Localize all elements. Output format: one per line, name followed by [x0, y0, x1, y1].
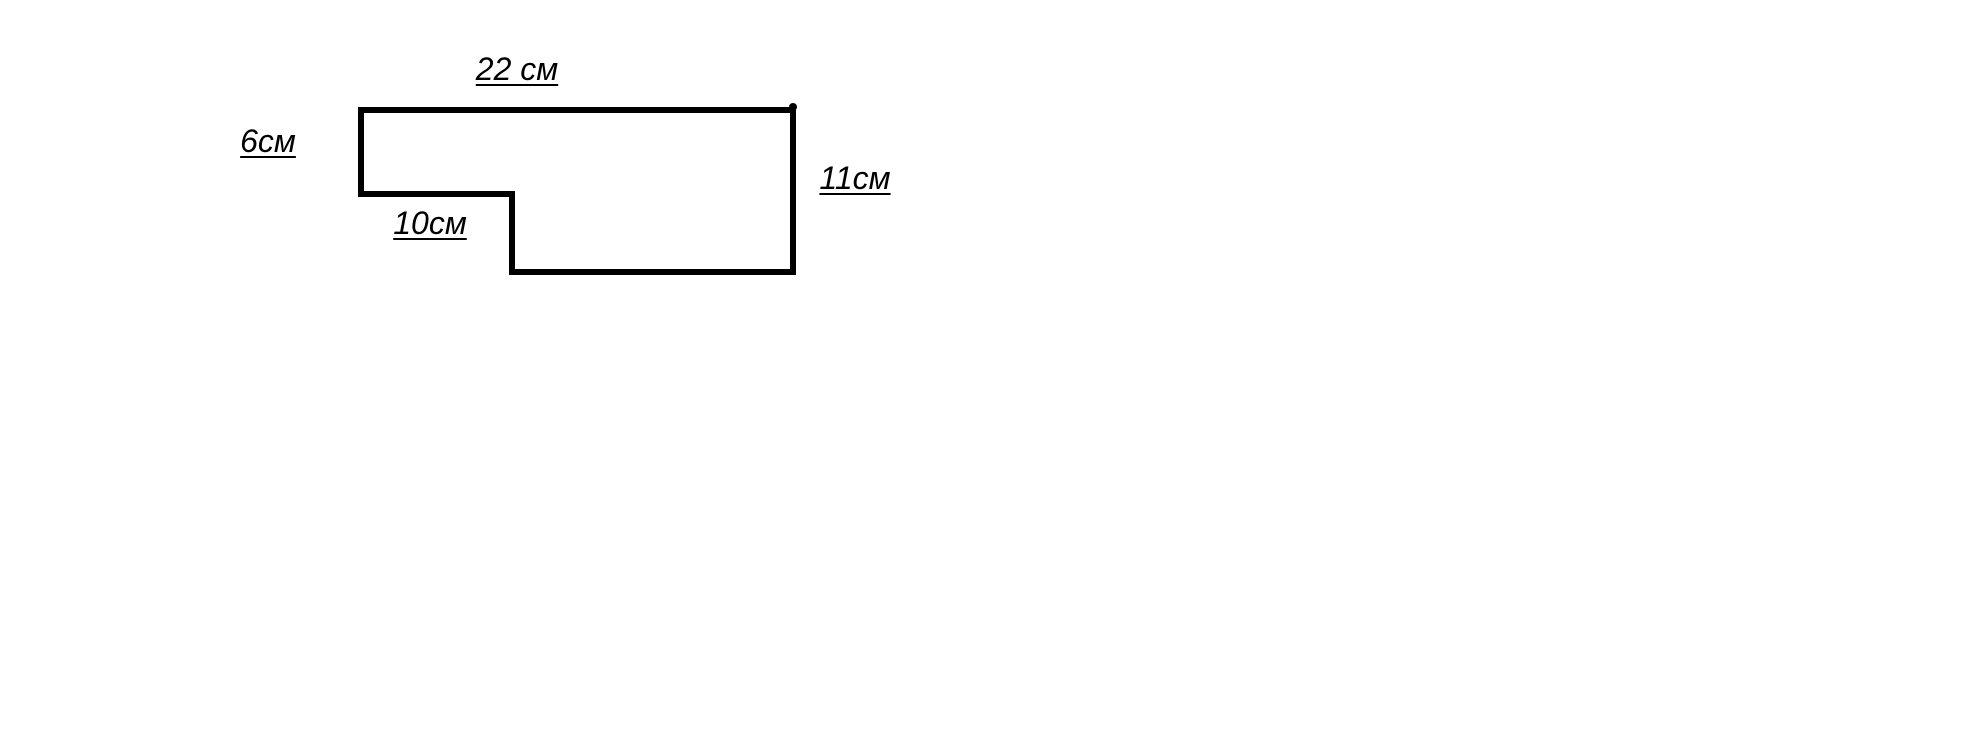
figure-outline [358, 107, 796, 275]
dimension-label-notch-width: 10см [393, 205, 467, 241]
top-right-corner-dot [789, 103, 797, 111]
dimension-label-right-height: 11см [819, 160, 891, 196]
dimension-label-top-width: 22 см [475, 51, 559, 87]
dimension-label-left-height: 6см [240, 123, 296, 159]
